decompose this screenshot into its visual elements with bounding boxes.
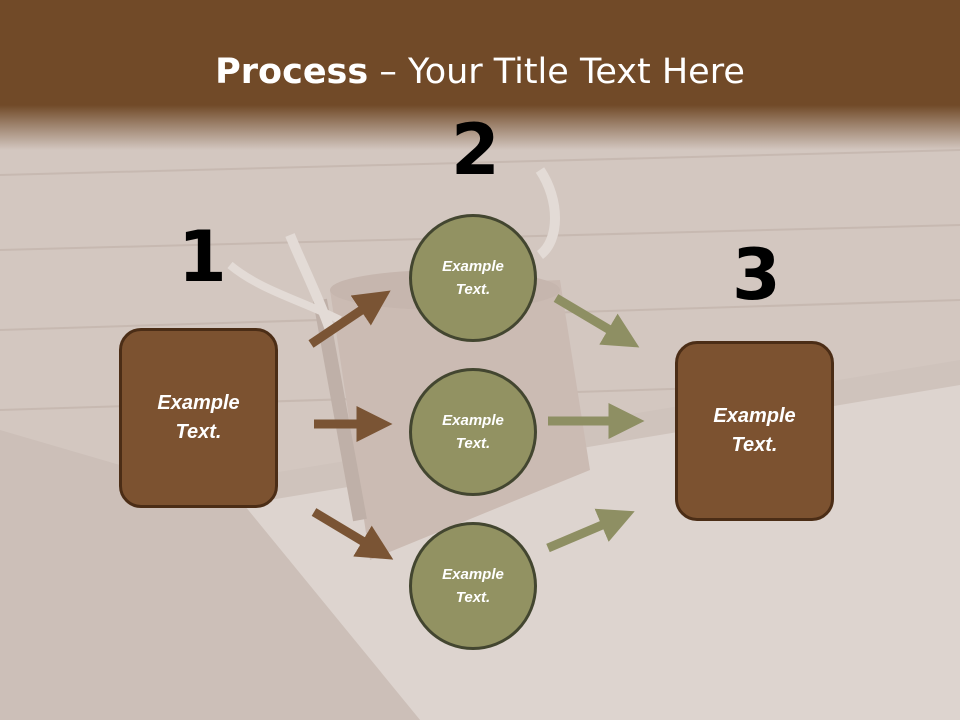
circle-top-line1: Example (442, 258, 504, 275)
circle-top-text: Example Text. (442, 255, 504, 301)
left-box-line1: Example (157, 392, 240, 414)
circle-bottom[interactable]: Example Text. (409, 522, 537, 650)
circle-middle-line1: Example (442, 412, 504, 429)
circle-middle-text: Example Text. (442, 409, 504, 455)
left-box-text: Example Text. (157, 389, 239, 447)
circle-top[interactable]: Example Text. (409, 214, 537, 342)
arrow-bottom-to-right (546, 508, 635, 553)
step-number-1: 1 (178, 216, 227, 298)
right-box-text: Example Text. (713, 402, 795, 460)
step-number-2: 2 (451, 109, 500, 191)
title-rest: – Your Title Text Here (368, 52, 745, 92)
left-text-box[interactable]: Example Text. (119, 328, 278, 508)
circle-middle[interactable]: Example Text. (409, 368, 537, 496)
circle-bottom-text: Example Text. (442, 563, 504, 609)
circle-middle-line2: Text. (455, 435, 491, 452)
arrow-left-to-bottom (311, 508, 394, 560)
circle-bottom-line2: Text. (455, 589, 491, 606)
right-box-line2: Text. (731, 434, 778, 456)
title-bar (0, 0, 960, 150)
arrow-left-to-top (308, 290, 391, 348)
right-box-line1: Example (713, 405, 796, 427)
circle-bottom-line1: Example (442, 566, 504, 583)
circle-top-line2: Text. (455, 281, 491, 298)
left-box-line2: Text. (175, 421, 222, 443)
step-number-3: 3 (732, 234, 781, 316)
title-bold-word: Process (215, 52, 369, 92)
arrow-top-to-right (553, 294, 640, 348)
slide-title[interactable]: Process – Your Title Text Here (0, 52, 960, 92)
right-text-box[interactable]: Example Text. (675, 341, 834, 521)
